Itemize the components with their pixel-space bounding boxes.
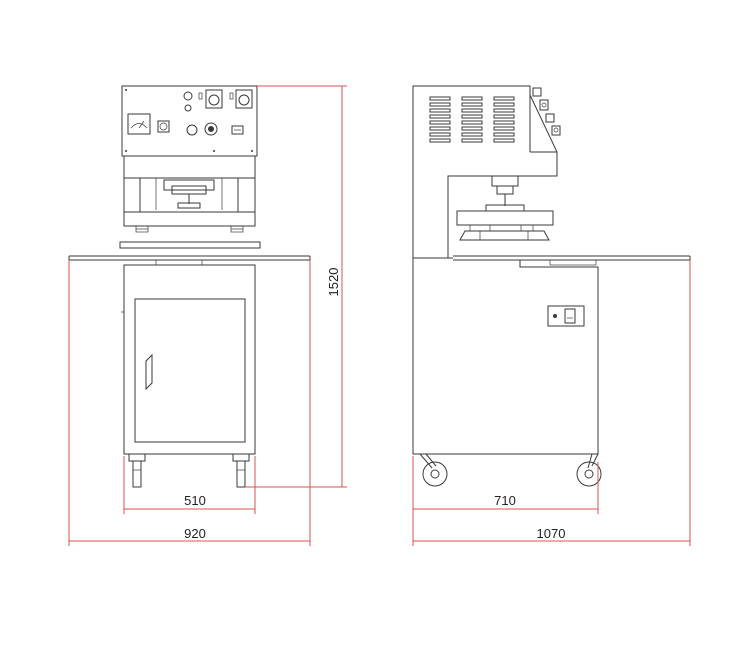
dim-label-front-overall-width: 920 xyxy=(184,526,206,541)
vent-slot xyxy=(461,96,483,101)
front-view xyxy=(68,85,347,546)
front-press-frame xyxy=(123,177,256,233)
dim-label-height: 1520 xyxy=(326,268,341,297)
vent-slot xyxy=(429,120,451,125)
side-cabinet xyxy=(412,258,599,455)
dim-label-side-overall-width: 1070 xyxy=(537,526,566,541)
side-dimension-lines xyxy=(412,260,691,546)
vent-slot xyxy=(493,108,515,113)
vent-slot xyxy=(493,138,515,143)
vent-slot xyxy=(493,132,515,137)
side-vent-grille xyxy=(429,96,515,143)
dim-label-front-inner-width: 510 xyxy=(184,493,206,508)
vent-slot xyxy=(429,126,451,131)
vent-slot xyxy=(493,120,515,125)
caster-wheel xyxy=(422,461,448,487)
front-table-top xyxy=(68,241,311,266)
vent-slot xyxy=(429,114,451,119)
side-view xyxy=(412,85,691,546)
push-button-left xyxy=(205,89,223,109)
front-control-panel xyxy=(121,85,258,157)
side-press-head xyxy=(456,175,554,241)
dim-label-side-inner-width: 710 xyxy=(494,493,516,508)
vent-slot xyxy=(461,114,483,119)
cabinet-door xyxy=(134,298,246,443)
vent-slot xyxy=(461,132,483,137)
front-dimension-lines xyxy=(68,85,347,546)
vent-slot xyxy=(461,138,483,143)
front-casters xyxy=(128,453,250,488)
knob xyxy=(186,124,198,136)
side-table-top xyxy=(448,255,691,267)
rocker-switch xyxy=(231,125,244,135)
key-switch xyxy=(157,120,170,133)
power-switch-box xyxy=(547,305,585,327)
gauge-meter xyxy=(127,113,151,135)
vent-slot xyxy=(493,114,515,119)
vent-slot xyxy=(493,126,515,131)
vent-slot xyxy=(461,108,483,113)
indicator-light xyxy=(184,104,192,112)
indicator-light xyxy=(183,91,193,101)
side-panel-controls xyxy=(532,87,561,136)
vent-slot xyxy=(493,96,515,101)
side-casters xyxy=(419,453,602,487)
vent-slot xyxy=(461,126,483,131)
vent-slot xyxy=(429,138,451,143)
caster-wheel xyxy=(576,461,602,487)
vent-slot xyxy=(461,120,483,125)
front-cabinet xyxy=(121,264,256,455)
push-button-right xyxy=(235,89,253,109)
side-upper-housing xyxy=(412,85,558,259)
knob xyxy=(204,122,218,136)
vent-slot xyxy=(429,102,451,107)
door-handle xyxy=(145,353,153,391)
vent-slot xyxy=(429,108,451,113)
vent-slot xyxy=(493,102,515,107)
vent-slot xyxy=(461,102,483,107)
vent-slot xyxy=(429,96,451,101)
vent-slot xyxy=(429,132,451,137)
